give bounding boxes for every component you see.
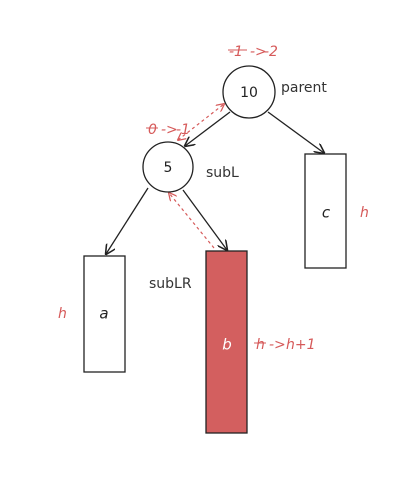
subL-bf-arrow: -> bbox=[161, 122, 178, 138]
subtree-a-name: a bbox=[99, 305, 108, 323]
node-subL-label: subL bbox=[206, 165, 239, 181]
parent-bf-arrow: -> bbox=[250, 44, 267, 60]
subtree-c-box bbox=[304, 153, 347, 269]
subL-bf-old: 0 bbox=[148, 122, 157, 138]
subtree-c: c bbox=[304, 153, 347, 269]
subtree-a-box bbox=[83, 255, 126, 373]
parent-pointer-subL bbox=[178, 104, 224, 140]
subtree-b-height-old: h bbox=[256, 337, 265, 353]
edge-subL-to-a bbox=[106, 187, 149, 254]
node-subL-value: 5 bbox=[164, 160, 173, 176]
subtree-b: b bbox=[205, 250, 248, 434]
subtree-b-name: b bbox=[222, 336, 232, 354]
subtree-c-name: c bbox=[322, 204, 331, 222]
subtree-b-height-new: h+1 bbox=[286, 337, 316, 353]
subL-bf-new: -1 bbox=[176, 122, 190, 138]
subtree-b-label: subLR bbox=[149, 276, 192, 292]
node-subL-circle bbox=[142, 141, 194, 193]
subtree-b-box bbox=[205, 250, 248, 434]
subtree-a-height: h bbox=[58, 306, 67, 322]
node-parent-value: 10 bbox=[240, 85, 258, 101]
subtree-a: a bbox=[83, 255, 126, 373]
subtree-b-height-arrow: -> bbox=[269, 337, 286, 353]
edge-subL-to-b bbox=[182, 189, 227, 250]
node-parent-circle bbox=[222, 65, 276, 119]
node-parent: 10 bbox=[222, 65, 276, 119]
subtree-c-height: h bbox=[360, 205, 369, 221]
node-subL: 5 bbox=[142, 141, 194, 193]
edge-parent-to-c bbox=[267, 111, 324, 153]
node-parent-label: parent bbox=[281, 80, 327, 96]
parent-bf-old: -1 bbox=[229, 44, 243, 60]
parent-bf-new: -2 bbox=[264, 44, 278, 60]
